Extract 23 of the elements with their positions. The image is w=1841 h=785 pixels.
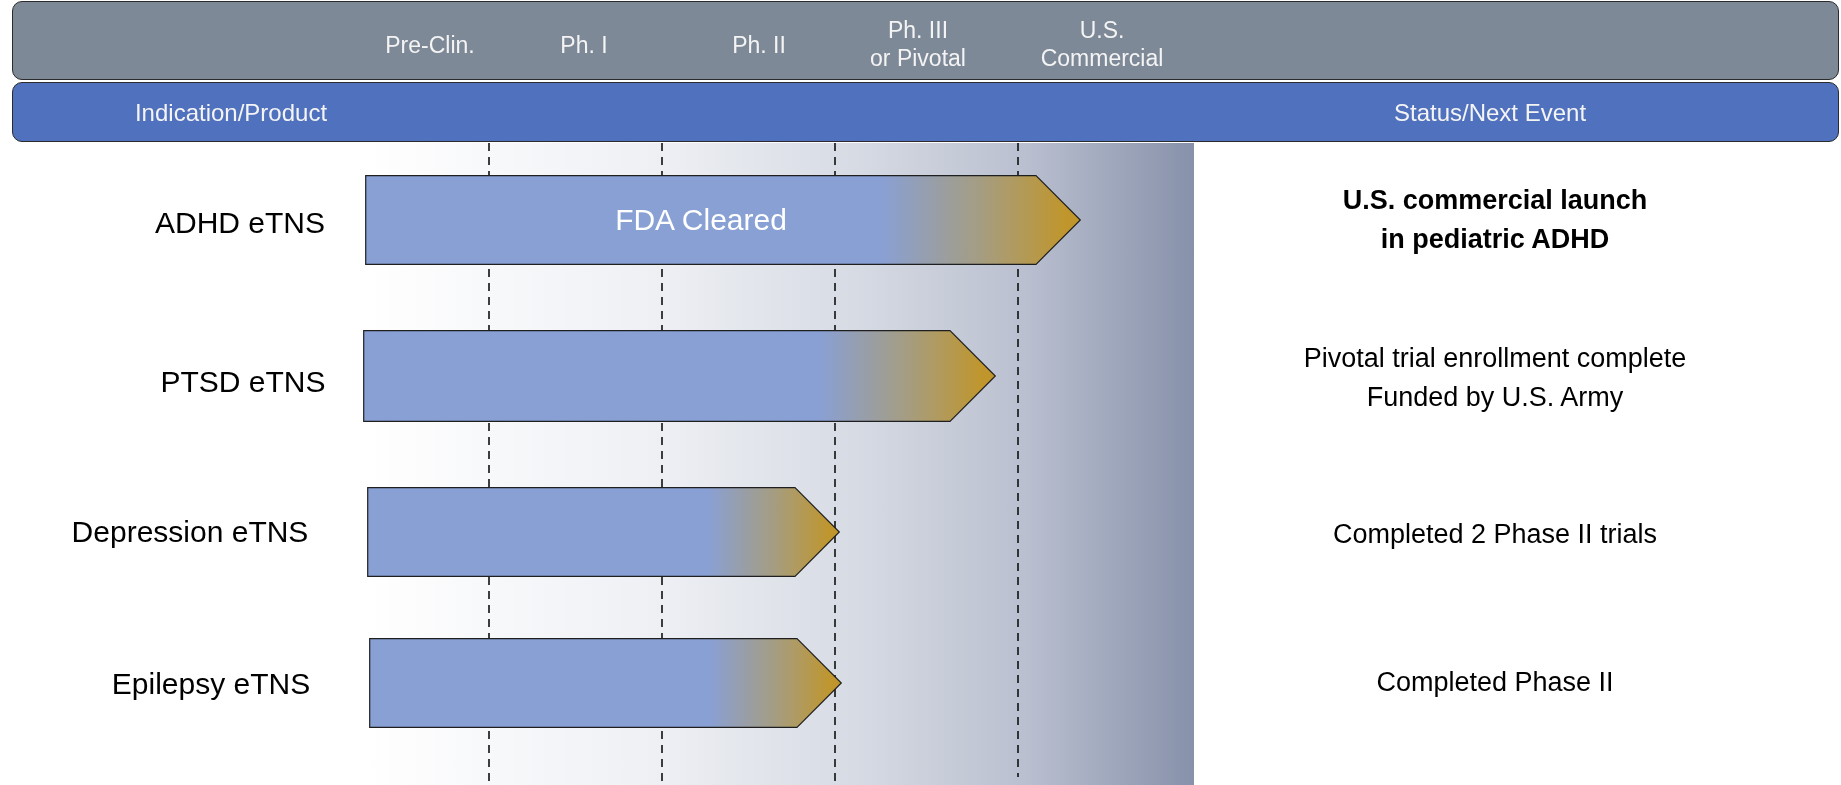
column-header: Indication/Product [134,98,328,128]
phase-label: Ph. I [560,32,608,60]
pipeline-stage-bar [367,487,840,577]
phase-label: Ph. III or Pivotal [870,17,966,73]
status-text: Completed 2 Phase II trials [1332,517,1658,551]
row-label: PTSD eTNS [160,364,326,400]
phase-label: Ph. II [732,32,786,60]
pipeline-stage-bar [363,330,996,422]
status-text: Completed Phase II [1376,665,1614,699]
phase-label: U.S. Commercial [1040,17,1164,73]
row-label: Epilepsy eTNS [111,666,311,702]
column-header: Status/Next Event [1393,98,1587,128]
pipeline-stage-bar [365,175,1081,265]
status-text: Pivotal trial enrollment complete [1303,341,1687,375]
phase-label: Pre-Clin. [385,32,475,60]
column-header-band [12,82,1839,142]
status-text: Funded by U.S. Army [1366,380,1624,414]
pipeline-stage-bar [369,638,842,728]
status-text: U.S. commercial launch in pediatric ADHD [1342,183,1648,256]
bar-label: FDA Cleared [615,202,787,238]
row-label: ADHD eTNS [155,205,325,241]
phase-header-band [12,1,1839,80]
row-label: Depression eTNS [71,514,309,550]
